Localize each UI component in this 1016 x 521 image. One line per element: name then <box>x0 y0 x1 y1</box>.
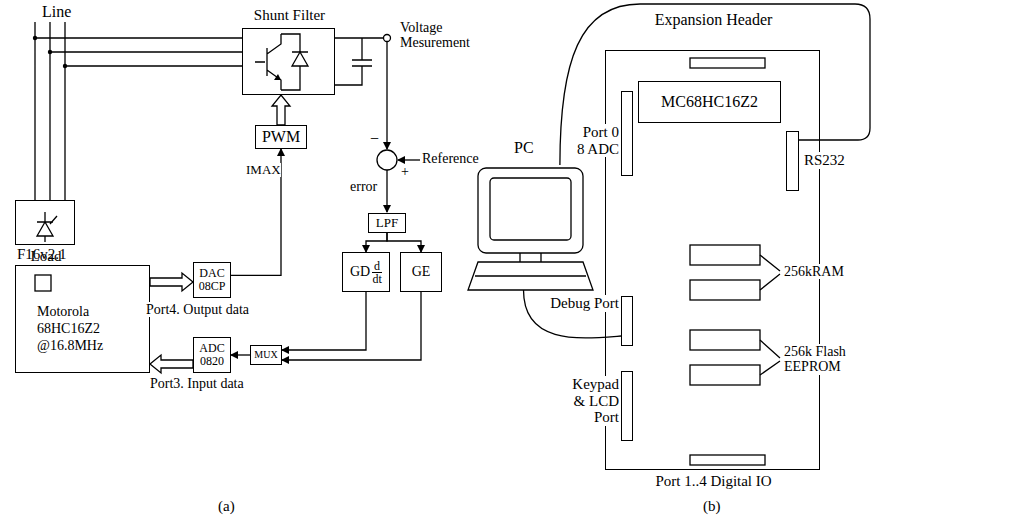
text-label: (b) <box>703 498 721 515</box>
text-label: − <box>370 130 379 148</box>
error-gain-box: GE <box>400 252 442 292</box>
node-label: MC68HC16Z2 <box>661 94 758 111</box>
evaluation-board: Expansion HeaderPort 1..4 Digital IOPort… <box>605 50 820 470</box>
load-box: Load <box>15 200 75 245</box>
node-label: Expansion Header <box>606 11 821 29</box>
signal-wire <box>231 149 281 275</box>
node-label: LPF <box>376 216 398 230</box>
node-label: Port 1..4 Digital IO <box>606 473 821 490</box>
junction-dot <box>48 50 52 54</box>
capacitor-symbol <box>335 38 384 85</box>
node-label: F16v2.1 <box>16 246 68 263</box>
thyristor-symbol <box>37 212 57 242</box>
gain-label: GD <box>350 265 370 280</box>
summing-junction <box>377 150 397 170</box>
debug-port-connector: Debug Port <box>621 296 633 346</box>
igbt-symbol <box>255 34 308 90</box>
header-connector <box>690 58 765 68</box>
cable <box>560 4 870 165</box>
cable <box>524 290 622 338</box>
mux-box: MUX <box>250 345 282 365</box>
node-label: Motorola 68HC16Z2 @16.8MHz <box>36 304 128 354</box>
text-label: Voltage Mesurement <box>400 20 482 51</box>
junction-dot <box>33 36 37 40</box>
pc-base <box>468 253 593 290</box>
pc-computer: PC <box>465 165 595 290</box>
edge-label: IMAX <box>246 163 281 177</box>
node-label: PC <box>513 139 535 157</box>
node-label: Shunt Filter <box>243 7 336 24</box>
bracket-lines <box>760 255 780 375</box>
adc-port-connector: Port 0 8 ADC <box>621 91 633 176</box>
signal-wire <box>282 292 366 350</box>
pwm-box: PWM <box>255 125 307 149</box>
text-label: (a) <box>218 498 235 515</box>
fraction-denominator: dt <box>372 273 381 285</box>
line-wires <box>35 22 242 200</box>
text-label: + <box>401 164 409 179</box>
fraction: ddt <box>372 260 382 285</box>
node-label: DAC <box>199 267 224 280</box>
text-label: Port4. Output data <box>146 302 249 317</box>
data-bus-arrow <box>150 355 193 373</box>
rs232-connector: RS232 <box>786 131 799 191</box>
reference-wire <box>398 159 420 160</box>
diode-symbol <box>292 52 308 66</box>
flash-chip <box>690 365 760 385</box>
shunt-filter-box: Shunt Filter <box>242 28 335 95</box>
chip-symbol <box>35 275 51 291</box>
signal-wire <box>387 233 421 252</box>
node-label: ADC <box>199 342 224 355</box>
junction-dot <box>63 64 67 68</box>
dac-box: DAC08CP <box>193 262 231 298</box>
node-label: RS232 <box>803 152 846 169</box>
node-label: MUX <box>254 350 277 361</box>
data-bus-arrow <box>150 273 193 291</box>
lpf-box: LPF <box>368 213 406 233</box>
error-wire <box>386 170 387 212</box>
node-label: Port 0 8 ADC <box>572 124 620 157</box>
node-label: Debug Port <box>549 295 620 312</box>
ram-chip <box>690 245 760 265</box>
ram-chip <box>690 280 760 300</box>
data-bus-arrow <box>272 95 290 125</box>
node-label: Keypad & LCD Port <box>556 376 620 426</box>
feedback-wire <box>386 42 387 150</box>
flash-chip <box>690 330 760 350</box>
text-label: error <box>350 179 377 194</box>
text-label: Line <box>42 3 71 21</box>
microcontroller-box: MC68HC16Z2 <box>638 81 781 123</box>
node-label: 0820 <box>200 355 224 368</box>
fraction-numerator: d <box>372 260 382 273</box>
emitter-arrow <box>274 74 281 80</box>
keypad-lcd-connector: Keypad & LCD Port <box>621 371 633 441</box>
pc-monitor <box>478 168 583 253</box>
controller-board: F16v2.1Motorola 68HC16Z2 @16.8MHz <box>15 265 150 373</box>
header-connector <box>690 455 765 465</box>
signal-wire <box>366 233 387 252</box>
text-label: 256k Flash EEPROM <box>784 344 858 375</box>
measurement-node <box>384 35 391 42</box>
node-label: 08CP <box>199 280 226 293</box>
text-label: Port3. Input data <box>150 376 244 391</box>
text-label: 256kRAM <box>784 264 844 279</box>
node-label: PWM <box>262 129 300 146</box>
derivative-gain-box: GDddt <box>342 252 390 292</box>
pc-screen <box>490 178 571 240</box>
signal-wire <box>282 292 421 360</box>
text-label: Reference <box>422 151 479 166</box>
adc-box: ADC0820 <box>193 337 231 373</box>
signal-wire <box>231 354 250 355</box>
node-label: GE <box>412 265 431 280</box>
